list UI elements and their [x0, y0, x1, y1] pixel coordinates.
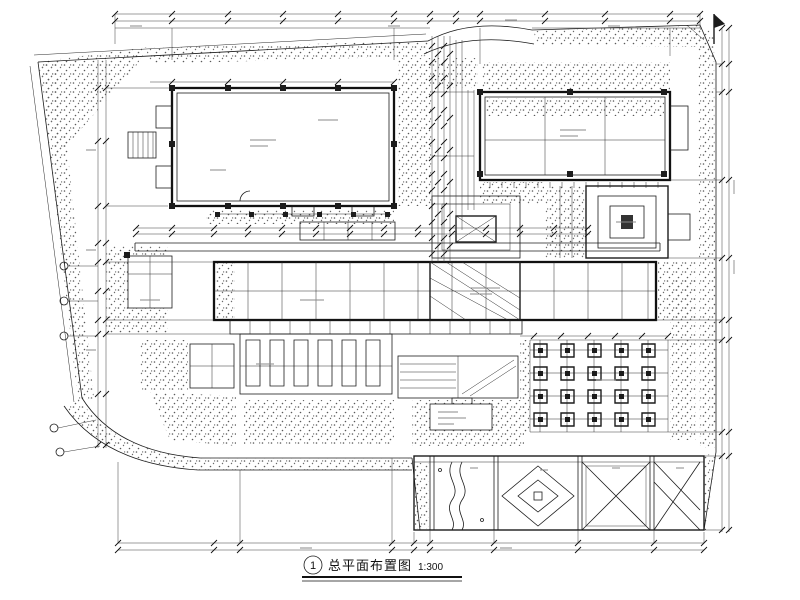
ramp-steps: [397, 355, 519, 431]
perimeter-hatch-bands: [38, 25, 716, 530]
dimension-chain-central-horizontal: [132, 224, 672, 340]
title-block: 1 总平面布置图 1:300: [302, 555, 462, 582]
dimension-lines-bottom: [114, 458, 708, 554]
sheet-number: 1: [310, 560, 316, 572]
column-grid: [529, 339, 669, 433]
covered-walkway: [134, 242, 661, 252]
site-boundary: [29, 24, 717, 531]
west-annex-building: [124, 252, 173, 309]
drawing-scale: 1:300: [418, 562, 443, 573]
main-building: [127, 85, 397, 217]
dimension-lines-top: [111, 10, 704, 86]
terrace-colonnade: [215, 212, 396, 241]
annotation-text-marks: [86, 19, 735, 549]
dimension-chain-central-vertical: [428, 36, 475, 262]
north-arrow-icon: [713, 14, 725, 44]
sheet-number-circle: [303, 555, 323, 575]
stall-row: [189, 333, 393, 395]
drawing-title: 总平面布置图: [328, 558, 412, 573]
plaza-paving: [413, 455, 705, 531]
dimension-lines-left: [49, 60, 240, 457]
north-building: [477, 89, 689, 188]
dimension-lines-right: [656, 24, 733, 534]
long-central-building: [212, 260, 658, 335]
